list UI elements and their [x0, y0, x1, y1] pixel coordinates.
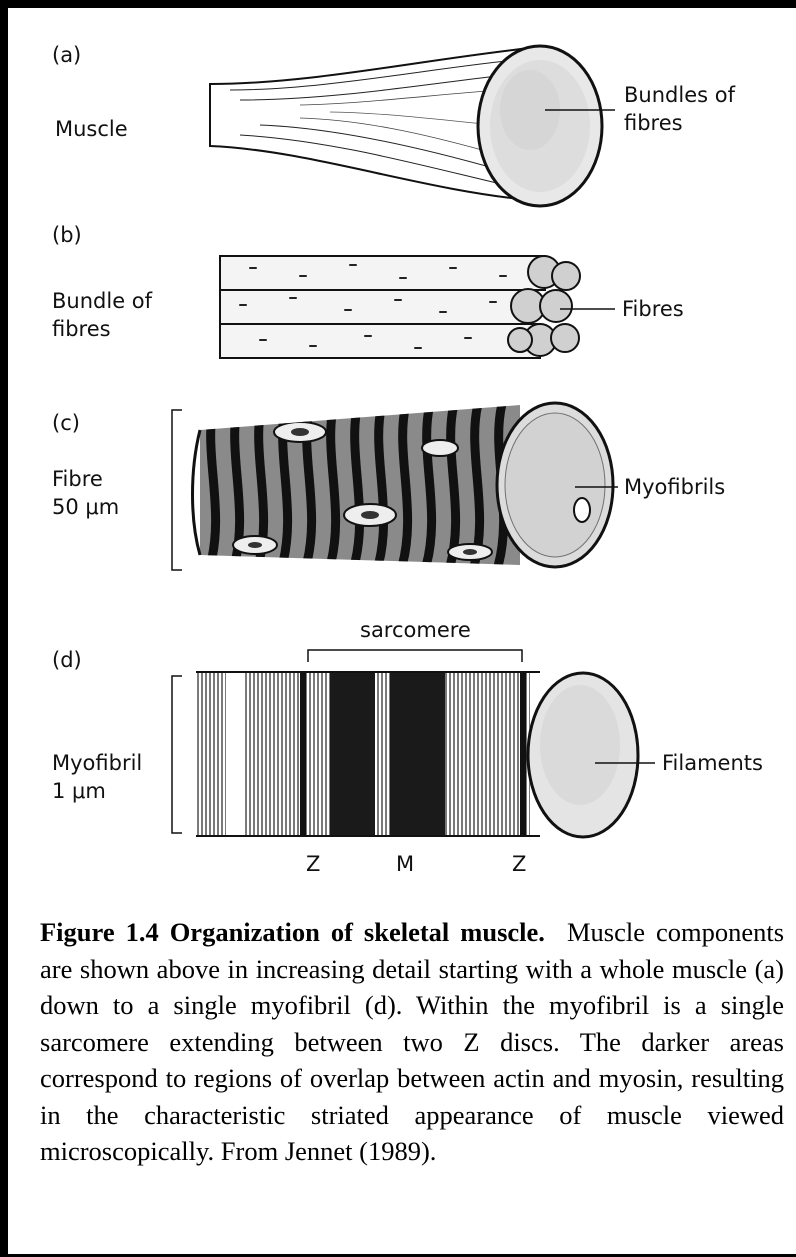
fibre-bundle-illustration — [220, 256, 580, 358]
panel-a-tag: (a) — [52, 43, 81, 67]
myofibril-label-2: 1 μm — [52, 779, 106, 803]
panel-b: (b) Bundle of fibres — [52, 223, 684, 358]
panel-d: sarcomere (d) Myofibril 1 μm Filaments Z… — [52, 618, 763, 876]
muscle-diagram: (a) Muscle Bundles of fibres (b) Bundle … — [0, 0, 796, 900]
filaments-label: Filaments — [662, 751, 763, 775]
panel-b-tag: (b) — [52, 223, 82, 247]
panel-c-tag: (c) — [52, 411, 80, 435]
myofibril-scale-bracket — [172, 676, 182, 833]
fibres-label: Fibres — [622, 297, 684, 321]
fibre-scale-bracket — [172, 410, 182, 570]
fibre-label-1: Fibre — [52, 467, 103, 491]
sarcomere-bracket — [308, 650, 522, 662]
panel-d-tag: (d) — [52, 648, 82, 672]
myofibrils-label: Myofibrils — [624, 475, 725, 499]
whole-muscle-illustration — [210, 46, 602, 206]
muscle-label: Muscle — [55, 117, 128, 141]
bundles-of-fibres-label-2: fibres — [624, 111, 683, 135]
caption-title: Figure 1.4 Organization of skeletal musc… — [40, 917, 545, 947]
myofibril-illustration — [196, 672, 638, 837]
panel-a: (a) Muscle Bundles of fibres — [52, 43, 736, 206]
z-disc-label-left: Z — [306, 852, 320, 876]
panel-c: (c) Fibre 50 μm — [52, 400, 725, 570]
myofibril-label-1: Myofibril — [52, 751, 142, 775]
bundle-of-fibres-label-1: Bundle of — [52, 289, 153, 313]
bundles-of-fibres-label-1: Bundles of — [624, 83, 736, 107]
figure-caption: Figure 1.4 Organization of skeletal musc… — [40, 914, 784, 1170]
z-disc-label-right: Z — [512, 852, 526, 876]
muscle-fibre-illustration — [193, 400, 614, 570]
bundle-of-fibres-label-2: fibres — [52, 317, 111, 341]
sarcomere-label: sarcomere — [360, 618, 471, 642]
m-line-label: M — [396, 852, 414, 876]
fibre-label-2: 50 μm — [52, 495, 119, 519]
caption-body: Muscle components are shown above in inc… — [40, 917, 784, 1166]
